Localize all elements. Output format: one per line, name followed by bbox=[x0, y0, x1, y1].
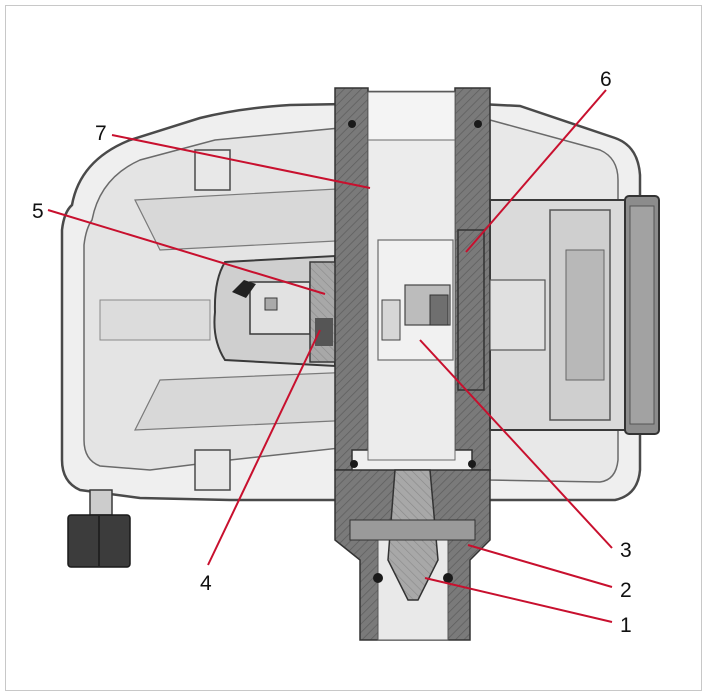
o-ring-top-left bbox=[350, 460, 358, 468]
microswitch-contact bbox=[264, 297, 278, 311]
callout-6: 6 bbox=[600, 68, 612, 91]
o-ring-upper-left bbox=[348, 120, 356, 128]
inlet-opening bbox=[367, 91, 456, 141]
central-body-left-wall bbox=[334, 87, 369, 471]
leader-lines bbox=[47, 89, 613, 623]
membrane-plate bbox=[457, 229, 485, 391]
leader-2 bbox=[467, 544, 613, 588]
microswitch-body bbox=[249, 281, 311, 335]
flow-paddle bbox=[381, 299, 401, 341]
callout-2: 2 bbox=[620, 579, 632, 602]
switch-lever bbox=[232, 280, 256, 298]
internal-mechanism bbox=[489, 279, 546, 351]
leader-3 bbox=[419, 339, 613, 549]
leader-6 bbox=[465, 89, 607, 253]
switch-plate bbox=[309, 261, 339, 363]
switch-plunger-seat bbox=[315, 318, 333, 346]
callout-1: 1 bbox=[620, 614, 632, 637]
cable-gland-stem bbox=[89, 489, 113, 516]
leader-7 bbox=[111, 134, 371, 189]
cover-cap-inner bbox=[629, 205, 655, 425]
left-ledge bbox=[99, 299, 211, 341]
leader-1 bbox=[424, 577, 613, 623]
callout-3: 3 bbox=[620, 539, 632, 562]
o-ring-right bbox=[443, 573, 453, 583]
valve-seat bbox=[349, 519, 476, 541]
leader-5 bbox=[47, 209, 326, 295]
callout-7: 7 bbox=[95, 122, 107, 145]
top-clip bbox=[194, 149, 231, 191]
o-ring-upper-right bbox=[474, 120, 482, 128]
bottom-clip bbox=[194, 449, 231, 491]
o-ring-left bbox=[373, 573, 383, 583]
o-ring-top-right bbox=[468, 460, 476, 468]
paddle-magnet bbox=[429, 294, 449, 326]
callout-5: 5 bbox=[32, 200, 44, 223]
display-inner bbox=[565, 249, 605, 381]
leader-4 bbox=[207, 329, 321, 566]
callout-4: 4 bbox=[200, 572, 212, 595]
left-rib-lower bbox=[134, 371, 356, 431]
